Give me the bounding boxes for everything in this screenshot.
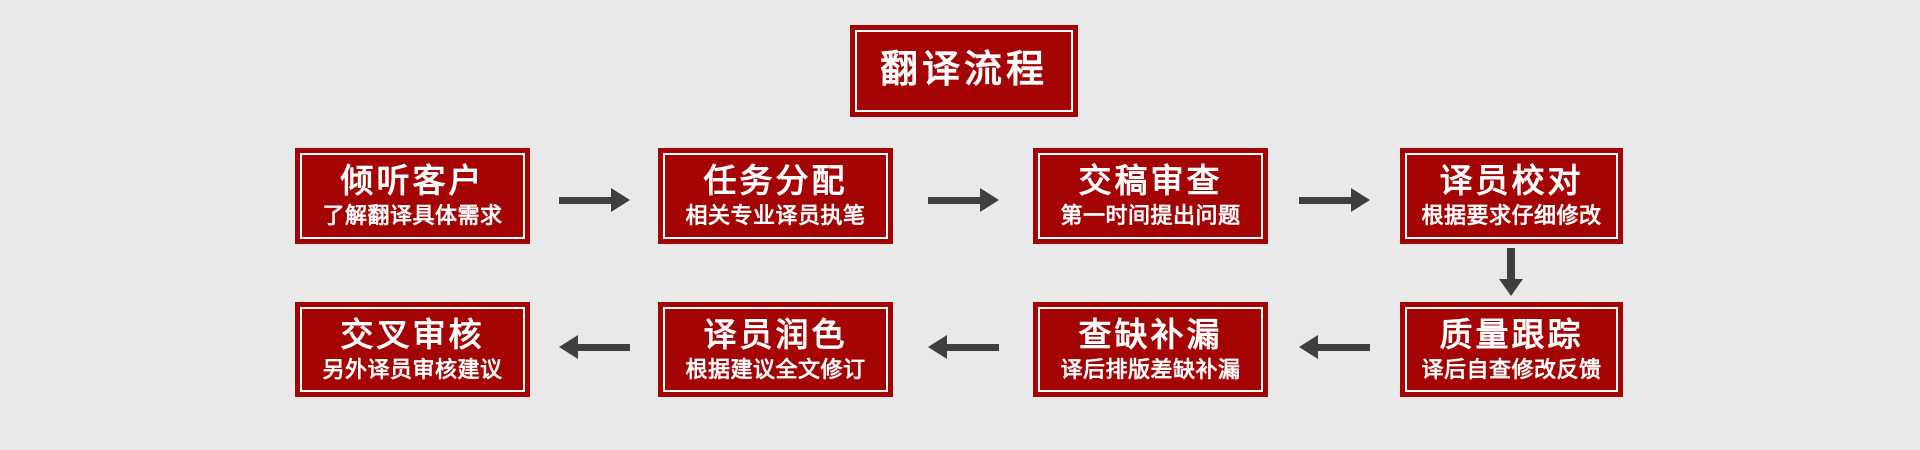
step-title: 译员校对 [1439,162,1584,200]
arrow-left-icon [928,335,999,359]
step-subtitle: 根据要求仔细修改 [1421,203,1602,229]
step-box-cross-review: 交叉审核 另外译员审核建议 [295,302,530,397]
step-subtitle: 译后排版差缺补漏 [1060,356,1241,382]
arrow-shaft [928,196,980,204]
step-inner-frame: 译员校对 根据要求仔细修改 [1405,153,1618,239]
page-title: 翻译流程 [879,49,1048,92]
arrow-left-icon [1299,335,1370,359]
arrow-head [559,335,578,359]
step-title: 任务分配 [703,162,848,200]
step-box-draft-review: 交稿审查 第一时间提出问题 [1033,148,1268,244]
arrow-shaft [1507,248,1515,279]
arrow-head [1351,188,1370,212]
step-subtitle: 另外译员审核建议 [322,356,503,382]
step-box-listen-customer: 倾听客户 了解翻译具体需求 [295,148,530,244]
arrow-right-icon [928,188,999,212]
step-title: 译员润色 [703,315,848,353]
arrow-head [611,188,630,212]
arrow-shaft [1318,343,1370,351]
step-box-translator-polishing: 译员润色 根据建议全文修订 [658,302,893,397]
step-inner-frame: 交叉审核 另外译员审核建议 [300,307,525,392]
arrow-shaft [947,343,999,351]
arrow-head [1499,279,1523,296]
step-subtitle: 第一时间提出问题 [1060,203,1241,229]
step-inner-frame: 译员润色 根据建议全文修订 [663,307,888,392]
step-subtitle: 相关专业译员执笔 [685,203,866,229]
step-inner-frame: 倾听客户 了解翻译具体需求 [300,153,525,239]
arrow-head [928,335,947,359]
step-title: 查缺补漏 [1078,315,1223,353]
step-subtitle: 译后自查修改反馈 [1421,356,1602,382]
step-box-translator-proofreading: 译员校对 根据要求仔细修改 [1400,148,1623,244]
flowchart-title-box: 翻译流程 [850,25,1078,117]
arrow-head [980,188,999,212]
step-inner-frame: 交稿审查 第一时间提出问题 [1038,153,1263,239]
arrow-shaft [559,196,611,204]
step-box-quality-tracking: 质量跟踪 译后自查修改反馈 [1400,302,1623,397]
flowchart-title-inner-frame: 翻译流程 [855,30,1073,112]
step-subtitle: 根据建议全文修订 [685,356,866,382]
arrow-left-icon [559,335,630,359]
arrow-right-icon [559,188,630,212]
arrow-head [1299,335,1318,359]
arrow-shaft [1299,196,1351,204]
step-inner-frame: 任务分配 相关专业译员执笔 [663,153,888,239]
arrow-right-icon [1299,188,1370,212]
step-box-task-assignment: 任务分配 相关专业译员执笔 [658,148,893,244]
step-title: 倾听客户 [340,162,485,200]
step-title: 质量跟踪 [1439,315,1584,353]
step-title: 交稿审查 [1078,162,1223,200]
step-subtitle: 了解翻译具体需求 [322,203,503,229]
step-inner-frame: 查缺补漏 译后排版差缺补漏 [1038,307,1263,392]
arrow-shaft [578,343,630,351]
step-title: 交叉审核 [340,315,485,353]
step-inner-frame: 质量跟踪 译后自查修改反馈 [1405,307,1618,392]
step-box-gap-filling: 查缺补漏 译后排版差缺补漏 [1033,302,1268,397]
arrow-down-icon [1499,248,1523,296]
